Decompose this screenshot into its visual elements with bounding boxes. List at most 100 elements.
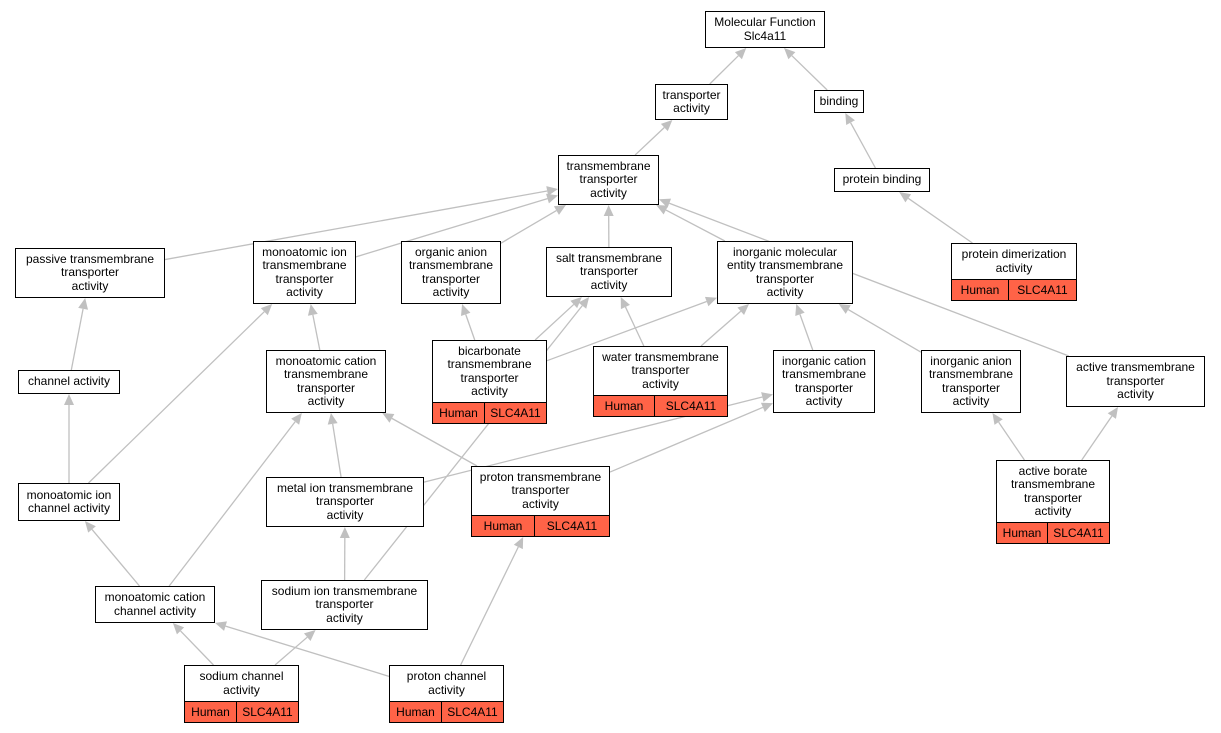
node-channel-activity[interactable]: channel activity [18, 370, 120, 394]
edge-channel-to-passive [70, 308, 84, 371]
annotation-gene: SLC4A11 [447, 705, 498, 719]
edge-protein_binding-to-binding [850, 122, 876, 169]
annotation-gene: SLC4A11 [546, 519, 598, 533]
node-label-line: transporter [662, 87, 721, 102]
node-label-line: activity [766, 285, 804, 299]
edge-water-to-salt [624, 306, 645, 347]
edge-active-to-tmt [669, 202, 1070, 357]
annotation-gene: SLC4A11 [665, 399, 717, 413]
arrowhead-monocation_channel [172, 623, 185, 635]
arrowhead-tmt [553, 205, 566, 215]
arrowhead-monocation_channel [215, 621, 227, 631]
arrowhead-salt [620, 297, 630, 310]
node-label-line: activity [642, 376, 679, 391]
edge-proton_channel-to-proton_tmt [460, 546, 519, 666]
node-label-line: transporter [579, 172, 638, 187]
node-label-line: transmembrane [1010, 477, 1096, 491]
arrowhead-inorganic_mol [704, 296, 717, 307]
node-label-line: monoatomic ion [262, 244, 347, 259]
node-label-line: activity [590, 277, 628, 292]
edge-inorg_cation-to-inorganic_mol [799, 314, 814, 351]
arrowhead-monoion [307, 304, 318, 316]
annotation-gene: SLC4A11 [242, 705, 293, 719]
arrowhead-monocation [327, 413, 338, 425]
node-label-line: transmembrane [928, 367, 1014, 381]
node-label-line: Molecular Function [714, 15, 816, 29]
edge-organic_anion-to-tmt [500, 210, 557, 244]
arrowhead-mf [784, 48, 796, 60]
node-label-line: monoatomic ion [26, 487, 112, 502]
edge-borate-to-active [1081, 415, 1113, 461]
edge-monocation-to-monoion [312, 314, 321, 351]
edge-monoion-to-tmt [355, 197, 548, 258]
node-label-line: activity [522, 496, 559, 511]
node-label-line: transporter [755, 271, 815, 286]
node-label-line: channel activity [27, 374, 111, 389]
node-label-line: transporter [315, 494, 375, 509]
arrowhead-proton_tmt [513, 537, 524, 550]
node-label-line: metal ion transmembrane [276, 480, 414, 495]
arrowhead-tmt [659, 198, 672, 208]
node-binding[interactable]: binding [814, 90, 864, 113]
node-label-line: transporter [941, 380, 1001, 395]
edge-bicarb-to-organic_anion [465, 314, 476, 341]
arrowhead-monoion [260, 304, 273, 316]
edge-borate-to-inorg_anion [998, 421, 1025, 461]
node-label-line: transporter [1106, 373, 1165, 388]
node-label-line: transporter [1023, 490, 1083, 505]
node-label-line: Slc4a11 [743, 28, 787, 43]
arrowhead-inorganic_mol [737, 304, 750, 316]
node-label: binding [815, 91, 863, 112]
node-label-line: inorganic anion [930, 353, 1012, 368]
arrowhead-monocation [291, 413, 302, 425]
node-label-line: sodium channel [199, 669, 284, 683]
arrowhead-inorg_cation [761, 392, 773, 402]
node-protein-binding[interactable]: protein binding [834, 168, 930, 192]
arrowhead-salt [570, 297, 582, 309]
node-label-line: inorganic cation [781, 353, 867, 368]
arrowhead-inorg_cation [760, 402, 773, 412]
node-label-line: activity [805, 394, 843, 408]
node-label-line: protein dimerization [961, 247, 1067, 261]
edge-monocation_channel-to-monocation [168, 421, 296, 587]
edge-proton_channel-to-monocation_channel [225, 625, 390, 677]
annotation-gene: SLC4A11 [1053, 526, 1104, 540]
node-label-line: activity [995, 260, 1033, 275]
arrowhead-salt [578, 297, 590, 309]
node-label-line: activity [326, 610, 363, 625]
